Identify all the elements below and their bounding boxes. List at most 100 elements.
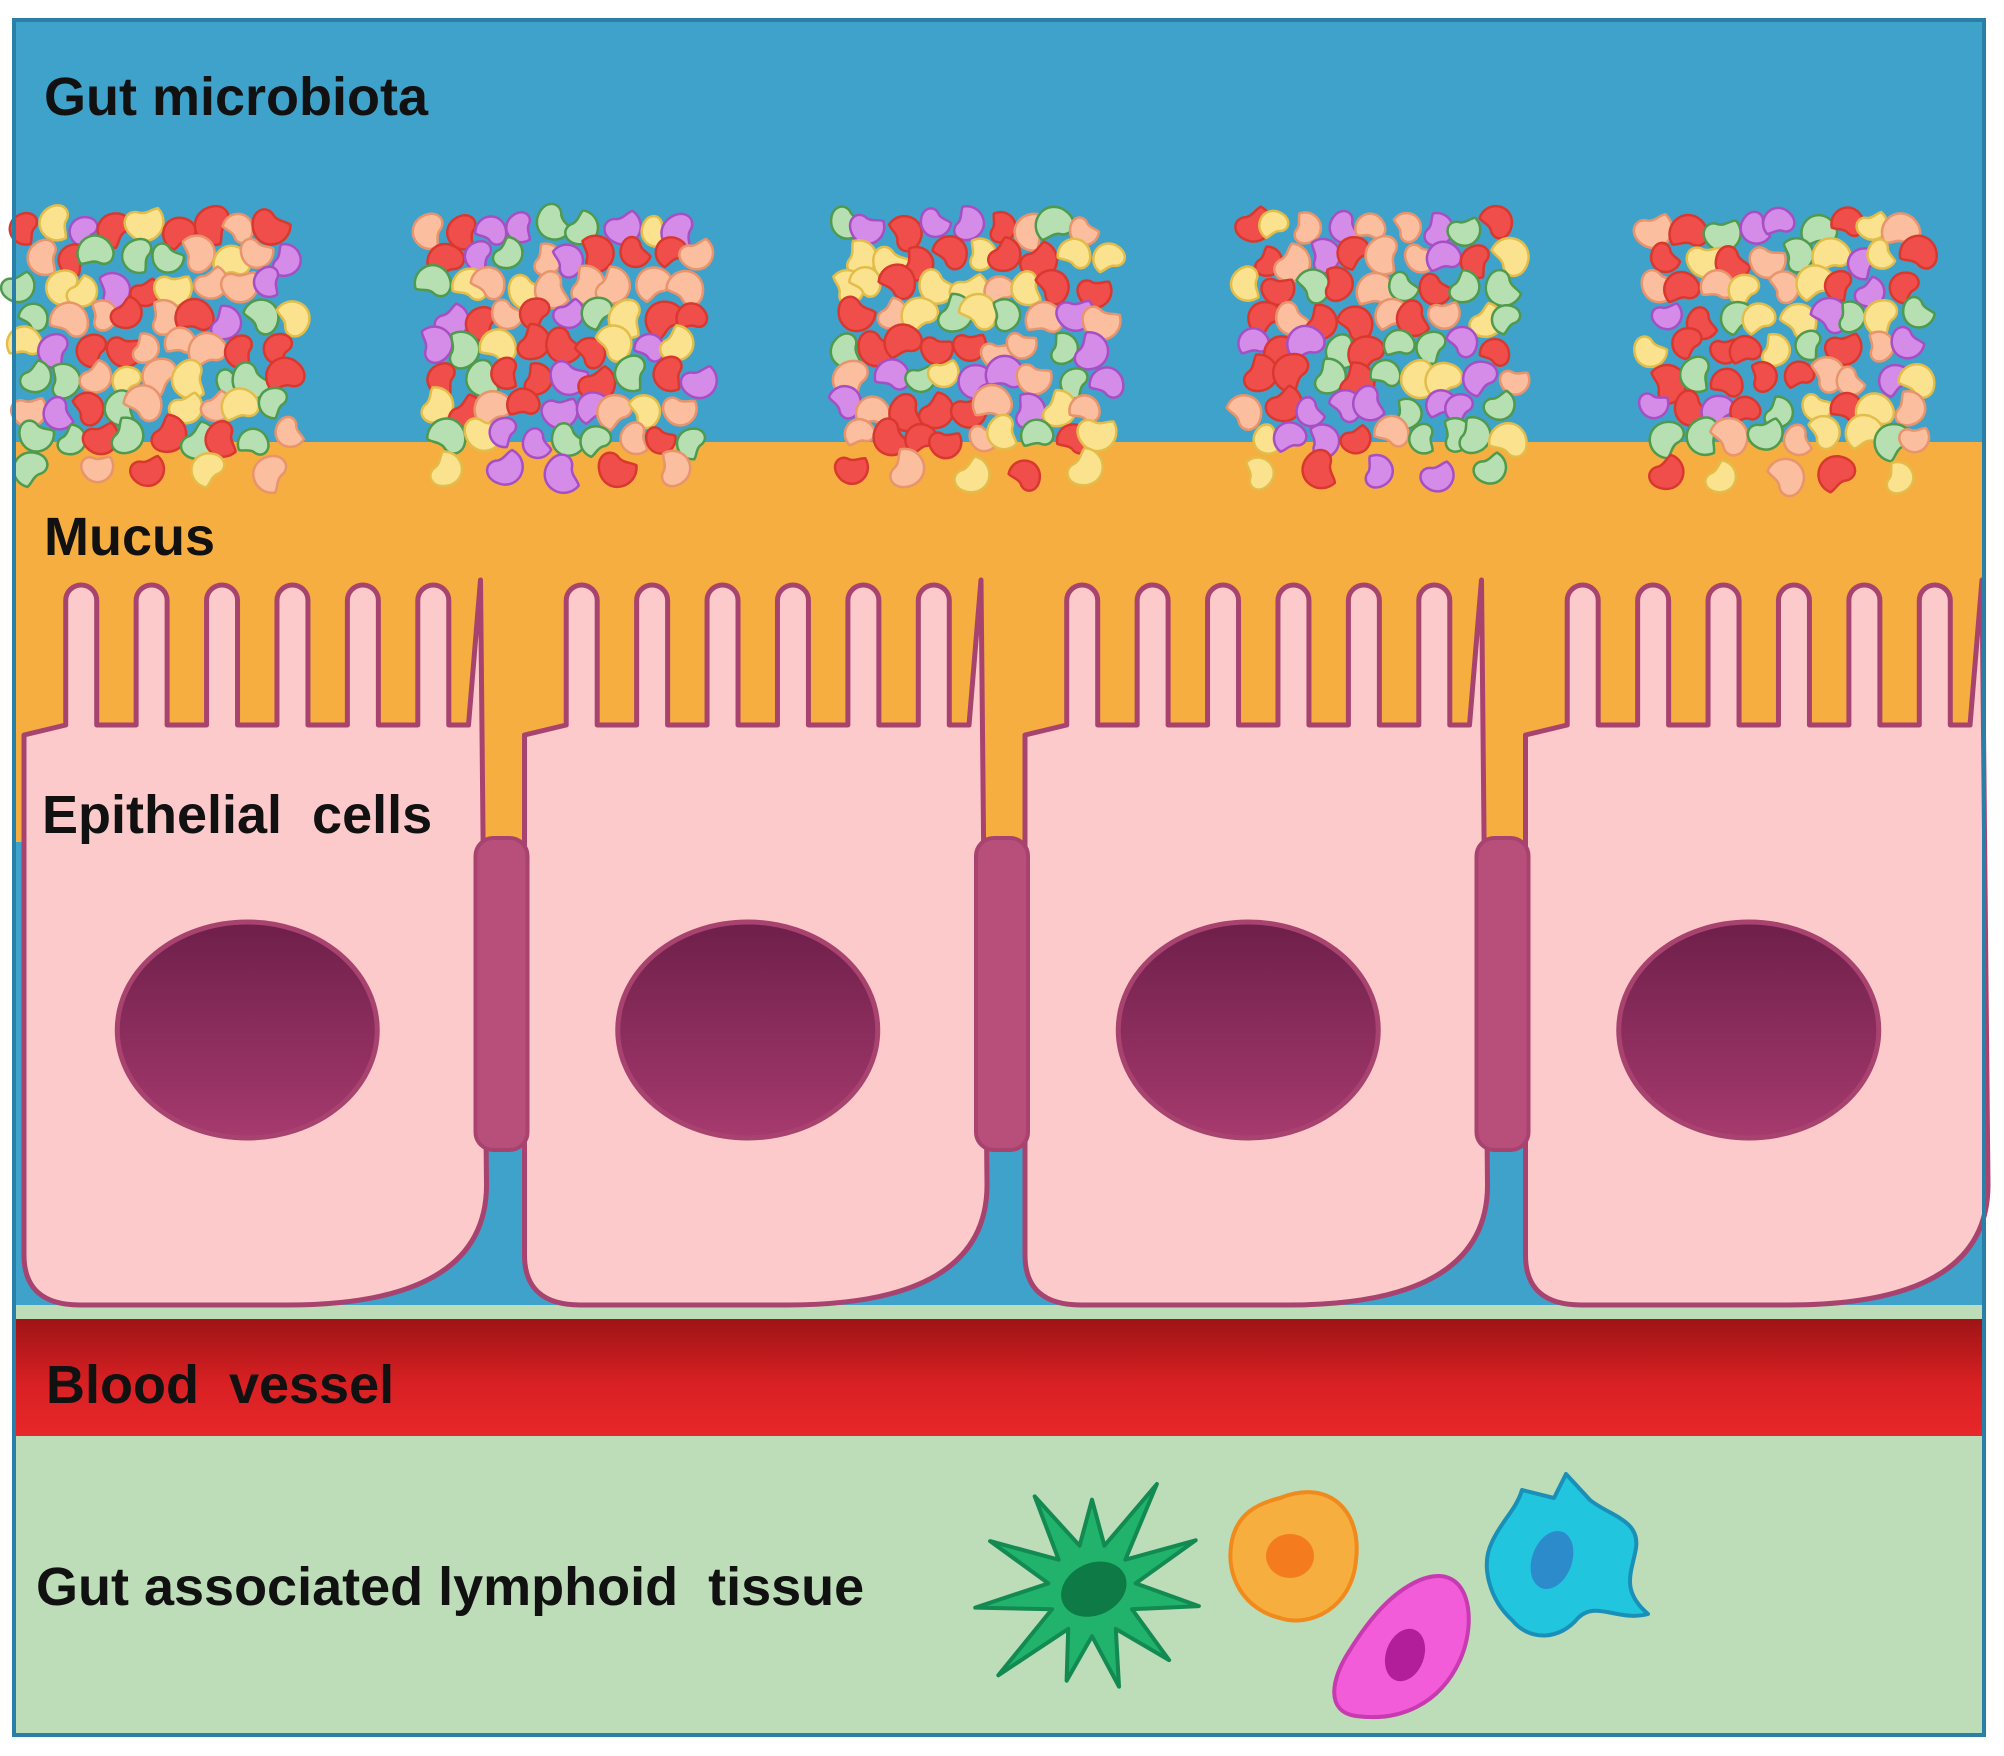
bacterium <box>928 431 963 460</box>
bacterium <box>652 355 683 393</box>
bacterium <box>275 300 311 338</box>
bacterium <box>619 421 649 456</box>
bacterium <box>597 451 638 488</box>
bacterium <box>1761 206 1796 236</box>
bacterium <box>17 302 49 333</box>
bacterium <box>190 452 226 489</box>
lymphoid-tissue-label: Gut associated lymphoid tissue <box>36 1557 865 1617</box>
bacterium <box>469 266 506 301</box>
bacterium <box>1462 360 1499 398</box>
magenta-cell-nucleus <box>1384 1628 1426 1682</box>
bacterium <box>919 336 955 366</box>
bacterium <box>1488 422 1528 458</box>
bacterium <box>1445 325 1479 359</box>
bacterium <box>1050 331 1079 366</box>
bacterium <box>1092 242 1126 274</box>
bacterium <box>1419 460 1455 493</box>
bacterium <box>971 383 1013 417</box>
bacterium <box>986 413 1018 451</box>
gut-bacteria <box>0 202 1938 498</box>
bacterium <box>1076 418 1118 453</box>
bacterium <box>877 263 916 301</box>
bacterium <box>1088 366 1125 399</box>
bacterium <box>131 332 161 364</box>
bacterium <box>580 296 614 332</box>
bacterium <box>661 396 698 427</box>
bacterium <box>613 354 646 393</box>
bacterium <box>573 336 607 370</box>
bacterium <box>987 235 1022 272</box>
macrophage-cell-nucleus <box>1530 1530 1574 1590</box>
bacterium <box>1885 460 1915 495</box>
bacterium <box>1866 238 1897 270</box>
tight-junction <box>974 836 1030 1152</box>
bacterium <box>223 334 253 370</box>
bacterium <box>219 271 260 304</box>
bacterium <box>1809 296 1849 335</box>
bacterium <box>1750 360 1778 393</box>
bacterium <box>1229 265 1260 302</box>
bacterium <box>236 427 270 456</box>
bacterium <box>123 206 165 242</box>
bacterium <box>1633 335 1669 368</box>
bacterium <box>1782 237 1815 274</box>
bacterium <box>478 328 518 363</box>
bacterium <box>1426 301 1461 330</box>
bacterium <box>1478 204 1514 240</box>
bacterium <box>551 243 585 279</box>
bacterium <box>411 212 444 251</box>
bacterium <box>1685 416 1719 457</box>
bacterium <box>1783 360 1816 390</box>
bacterium <box>678 237 715 271</box>
bacterium <box>1807 414 1841 451</box>
bacterium <box>848 213 886 246</box>
bacterium <box>1478 337 1511 367</box>
bacterium <box>1650 302 1683 331</box>
bacterium <box>1408 422 1434 455</box>
bacterium <box>579 425 613 459</box>
bacterium <box>1295 396 1327 428</box>
bacterium <box>1415 330 1447 365</box>
bacterium <box>632 332 666 363</box>
gut-microbiota-label: Gut microbiota <box>44 67 429 127</box>
bacterium <box>488 416 518 449</box>
bacterium <box>1446 216 1482 247</box>
bacterium <box>1490 304 1522 336</box>
bacterium <box>1301 448 1337 490</box>
bacterium <box>1295 268 1331 305</box>
bacterium <box>919 207 953 239</box>
bacterium <box>847 266 882 298</box>
cell-nucleus <box>615 919 881 1141</box>
bacterium <box>1702 219 1742 253</box>
bacterium <box>1458 416 1492 455</box>
bacterium <box>26 238 57 277</box>
bacterium <box>1444 393 1474 425</box>
bacterium <box>957 292 998 331</box>
bacterium <box>627 394 662 430</box>
bacterium <box>65 274 99 308</box>
bacterium <box>518 297 551 332</box>
bacterium <box>1863 299 1899 338</box>
bacterium <box>152 299 183 336</box>
bacterium <box>242 298 280 336</box>
bacterium <box>274 415 306 449</box>
epithelial-cells <box>21 577 1991 1308</box>
tight-junction <box>1474 836 1531 1152</box>
bacterium <box>413 263 453 298</box>
bacterium <box>833 456 869 486</box>
bacterium <box>1472 451 1508 485</box>
bacterium <box>1853 275 1886 309</box>
blood-vessel-label: Blood vessel <box>46 1355 395 1415</box>
bacterium <box>1728 334 1763 365</box>
bacterium <box>239 237 275 270</box>
bacterium <box>110 416 145 455</box>
bacterium <box>1897 363 1936 399</box>
bacterium <box>420 325 454 365</box>
bacterium <box>38 204 69 242</box>
bacterium <box>931 235 968 271</box>
bacterium <box>1351 384 1386 422</box>
bacterium <box>675 302 709 330</box>
bacterium <box>429 450 464 488</box>
bacterium <box>1019 418 1055 447</box>
bacterium <box>9 397 48 429</box>
